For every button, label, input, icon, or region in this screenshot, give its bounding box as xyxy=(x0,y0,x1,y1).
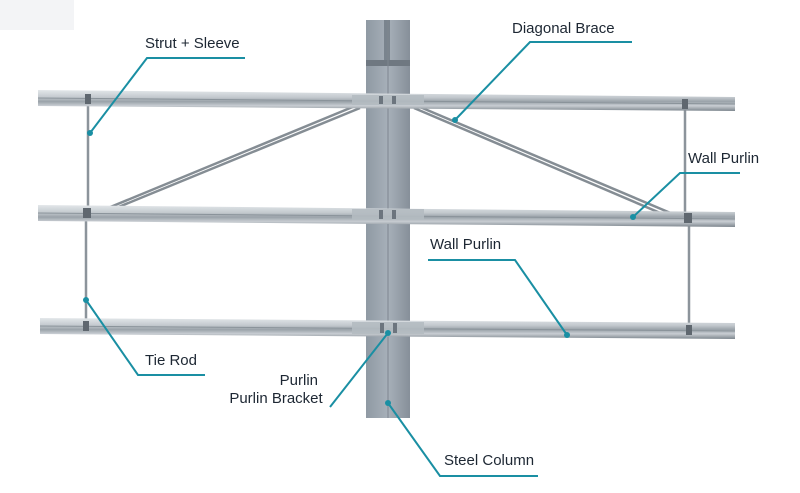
leader-strut-sleeve xyxy=(89,57,245,134)
logo-watermark xyxy=(0,0,74,30)
label-steel-column: Steel Column xyxy=(444,452,535,469)
label-tie-rod: Tie Rod xyxy=(145,352,197,369)
label-purlin: Purlin Purlin Bracket xyxy=(220,373,332,406)
tie-rods xyxy=(84,100,691,333)
label-strut-sleeve: Strut + Sleeve xyxy=(145,35,240,52)
label-purlin-line2: Purlin Bracket xyxy=(229,390,323,407)
diagonal-braces xyxy=(95,104,681,220)
leader-diagonal-brace xyxy=(454,41,632,121)
label-purlin-line1: Purlin xyxy=(279,372,318,389)
label-wall-purlin-lower: Wall Purlin xyxy=(430,236,502,253)
leader-tie-rod xyxy=(85,299,205,376)
leader-steel-column xyxy=(387,402,538,477)
purlin-brackets xyxy=(352,95,424,334)
leader-lines xyxy=(85,41,740,477)
rod-nuts xyxy=(83,94,692,335)
leader-dots xyxy=(83,117,636,406)
label-diagonal-brace: Diagonal Brace xyxy=(512,20,615,37)
leader-purlin-bracket xyxy=(329,332,389,408)
leader-wall-purlin-lower xyxy=(428,259,568,336)
leader-wall-purlin-upper xyxy=(632,172,740,218)
label-wall-purlin-upper: Wall Purlin xyxy=(688,150,760,167)
